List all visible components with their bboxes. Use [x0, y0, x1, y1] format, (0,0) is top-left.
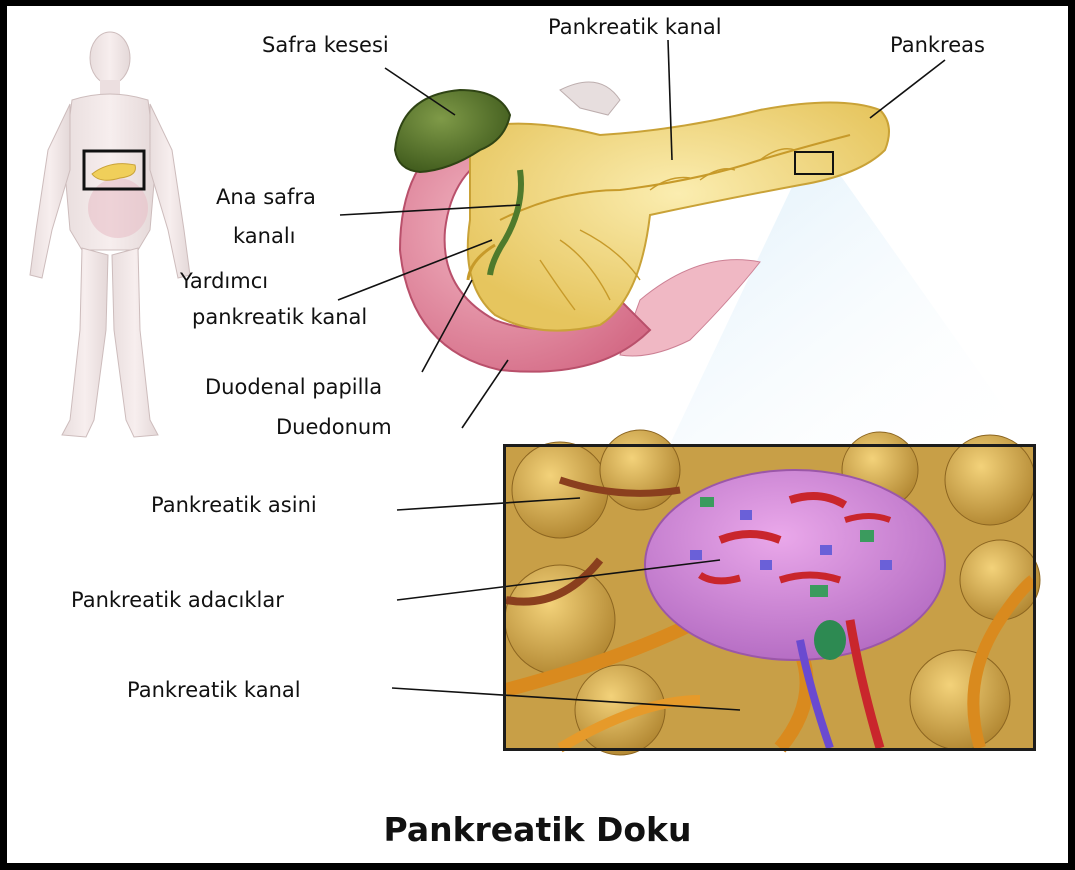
label-ana-safra-line1: Ana safra: [216, 184, 316, 210]
label-duodenal-papilla: Duodenal papilla: [205, 374, 382, 400]
label-pankreas: Pankreas: [890, 32, 985, 58]
label-ana-safra-line2: kanalı: [233, 223, 296, 249]
label-pankreatik-kanal-top: Pankreatik kanal: [548, 14, 722, 40]
label-duedonum: Duedonum: [276, 414, 392, 440]
label-pankreatik-asini: Pankreatik asini: [151, 492, 317, 518]
label-pankreatik-kanal-bottom: Pankreatik kanal: [127, 677, 301, 703]
figure-title: Pankreatik Doku: [0, 810, 1075, 849]
zoom-beam: [670, 170, 1030, 444]
human-body-figure: [30, 32, 190, 437]
tissue-inset-border: [503, 444, 1036, 751]
label-safra-kesesi: Safra kesesi: [262, 32, 389, 58]
vessel-stub: [560, 82, 620, 115]
label-pankreatik-adaciklar: Pankreatik adacıklar: [71, 587, 284, 613]
label-yardimci-line2: pankreatik kanal: [192, 304, 367, 330]
label-yardimci-line1: Yardımcı: [180, 268, 268, 294]
